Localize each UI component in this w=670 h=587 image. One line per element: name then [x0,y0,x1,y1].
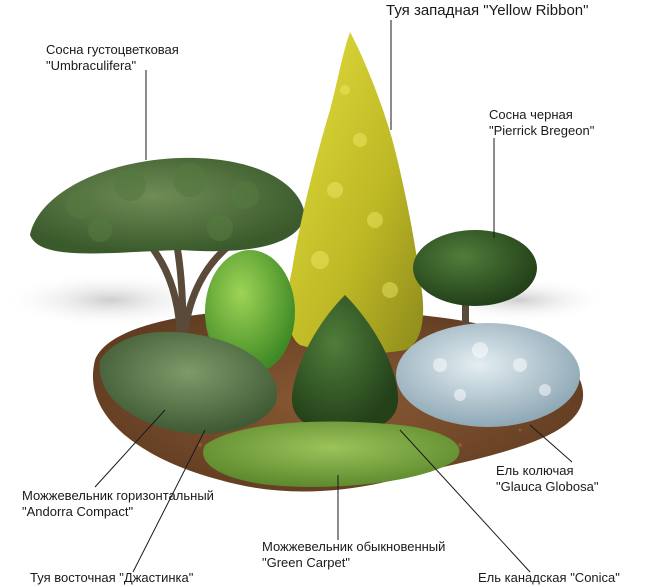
pine-pierrick-bregeon [413,230,537,328]
label-spruce-conica-text: Ель канадская "Conica" [478,570,620,585]
leader-justinka [132,429,206,573]
label-thuja-justinka-text: Туя восточная "Джастинка" [30,570,194,585]
label-juniper-andorra-line2: "Andorra Compact" [22,504,134,519]
leader-andorra [94,409,166,488]
label-pine-black-line1: Сосна черная [489,107,573,122]
label-pine-umbraculifera-line1: Сосна густоцветковая [46,42,179,57]
juniper-andorra-compact [99,331,278,434]
spruce-glauca-globosa [396,323,580,427]
leader-glauca [529,424,573,463]
label-juniper-green-carpet-line2: "Green Carpet" [262,555,350,570]
label-juniper-andorra-line1: Можжевельник горизонтальный [22,488,214,503]
pine-umbraculifera [30,157,305,334]
juniper-green-carpet [203,421,460,488]
label-spruce-glauca-line1: Ель колючая [496,463,574,478]
leader-conica [399,429,531,573]
label-juniper-green-carpet: Можжевельник обыкновенный "Green Carpet" [262,539,445,571]
label-pine-black-line2: "Pierrick Bregeon" [489,123,595,138]
label-thuja-yellow-ribbon: Туя западная "Yellow Ribbon" [386,2,588,20]
label-juniper-green-carpet-line1: Можжевельник обыкновенный [262,539,446,554]
spruce-glauca-texture [433,342,551,401]
label-spruce-conica: Ель канадская "Conica" [478,570,620,586]
ground-shadow [0,272,220,328]
label-juniper-andorra: Можжевельник горизонтальный "Andorra Com… [22,488,214,520]
leader-lines [94,20,573,573]
label-spruce-glauca: Ель колючая "Glauca Globosa" [496,463,598,495]
label-pine-umbraculifera-line2: "Umbraculifera" [46,58,137,73]
label-pine-black: Сосна черная "Pierrick Bregeon" [489,107,594,139]
label-thuja-justinka: Туя восточная "Джастинка" [30,570,193,586]
thuja-yellow-ribbon [287,32,424,354]
spruce-conica [291,295,399,432]
label-thuja-yellow-ribbon-text: Туя западная "Yellow Ribbon" [386,2,589,19]
label-spruce-glauca-line2: "Glauca Globosa" [496,479,599,494]
label-pine-umbraculifera: Сосна густоцветковая "Umbraculifera" [46,42,179,74]
